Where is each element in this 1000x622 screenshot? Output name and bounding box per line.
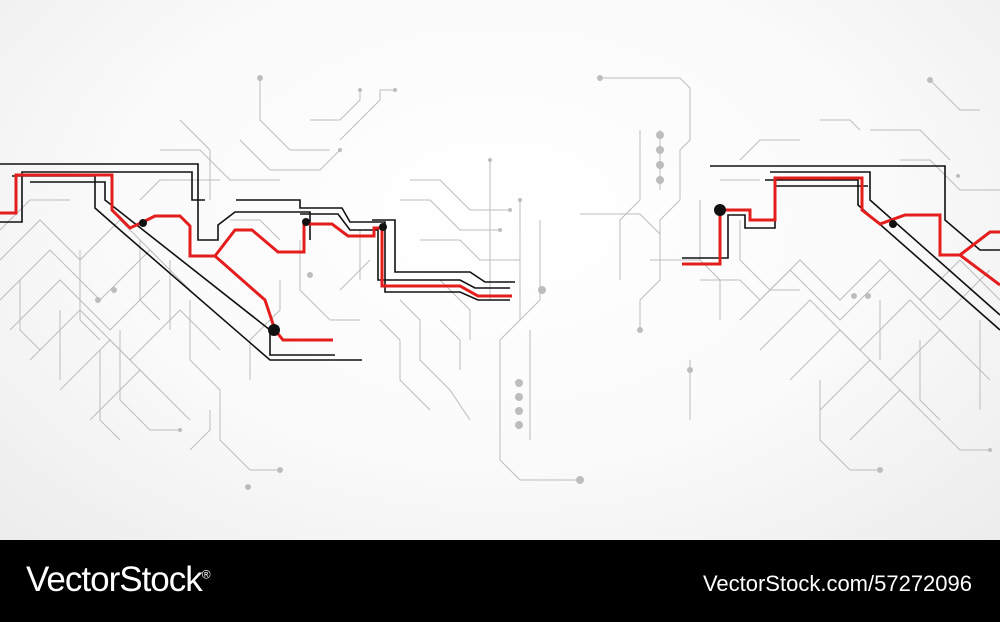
- main-traces-right: [682, 165, 1000, 331]
- thin-traces-left: [0, 80, 580, 481]
- image-url: VectorStock.com/57272096: [702, 571, 972, 596]
- vectorstock-logo: VectorStock®: [26, 560, 211, 599]
- main-traces-left: [0, 163, 515, 361]
- trace-nodes: [95, 75, 992, 490]
- circuit-artwork: [0, 0, 1000, 540]
- watermark-banner: VectorStock® VectorStock.com/57272096: [0, 540, 1000, 622]
- circuit-illustration: [0, 75, 1000, 490]
- thin-traces-right: [580, 77, 1000, 471]
- junction-dots: [139, 204, 897, 336]
- red-highlight-traces: [0, 173, 1000, 342]
